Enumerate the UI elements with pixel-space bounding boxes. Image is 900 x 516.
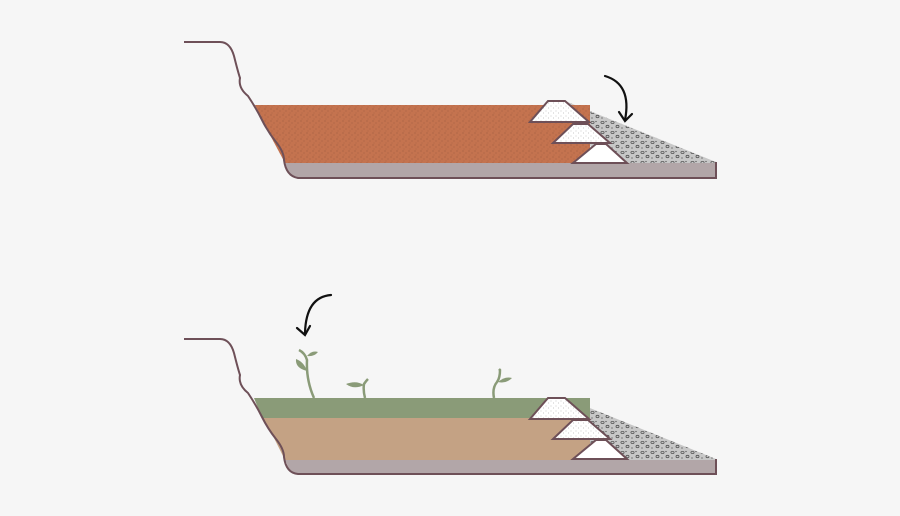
- seedling-icon: [295, 348, 318, 399]
- topsoil-layer: [262, 418, 590, 460]
- base-layer: [285, 460, 716, 474]
- sandbag-2: [550, 419, 613, 440]
- panel-after: [184, 293, 717, 475]
- clay-texture: [255, 105, 590, 163]
- curved-arrow-icon: [603, 74, 634, 123]
- base-layer: [285, 163, 716, 178]
- bank-outline: [184, 338, 717, 475]
- panel-before: [184, 41, 717, 179]
- seedling-icon: [492, 368, 512, 399]
- sandbag-1: [527, 100, 592, 123]
- sandbag-1: [527, 397, 592, 420]
- sandbag-3: [570, 439, 630, 460]
- sandbag-3: [570, 143, 630, 164]
- seedling-icon: [346, 378, 369, 399]
- curved-arrow-icon: [295, 293, 333, 337]
- vegetation-layer: [254, 398, 590, 418]
- bank-outline: [184, 41, 717, 179]
- sandbag-2: [550, 123, 613, 144]
